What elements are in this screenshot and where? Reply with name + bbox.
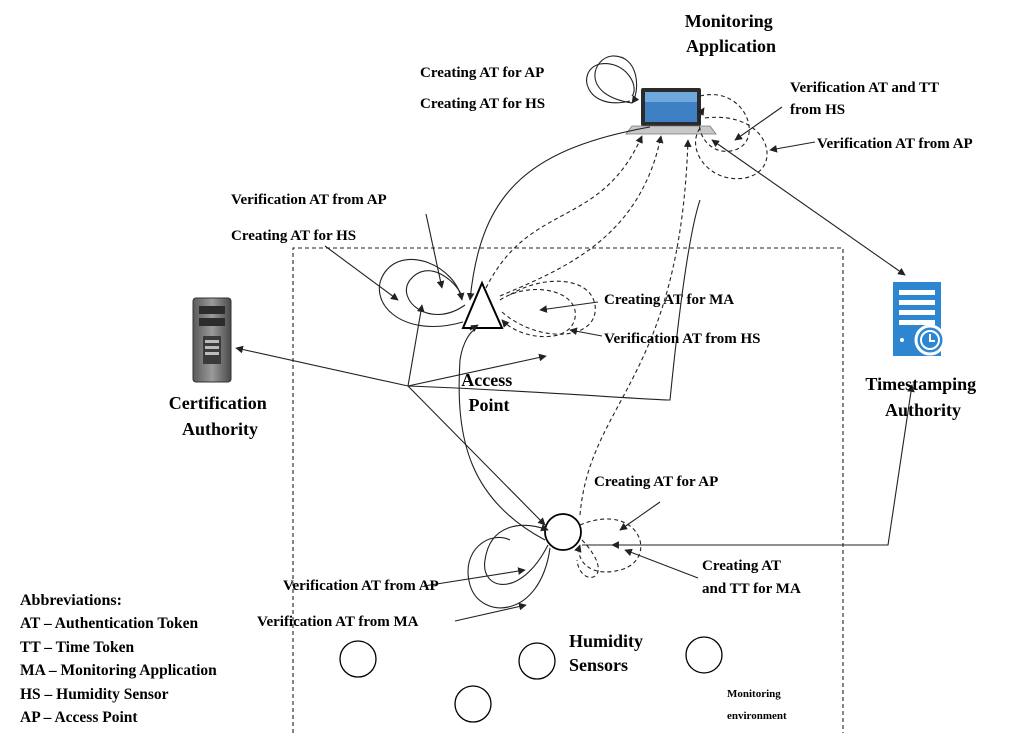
monitoring-app-label-1: Monitoring xyxy=(685,11,773,31)
timestamping-authority-label-1: Timestamping xyxy=(865,374,976,394)
ap-create-hs-label: Creating AT for HS xyxy=(231,228,356,244)
certification-authority-label-1: Certification xyxy=(169,393,267,413)
svg-text:Creating AT and TT for MA: Creating AT and TT for MA xyxy=(702,558,801,597)
humidity-sensor-circle xyxy=(685,636,723,674)
humidity-sensors-label-2: Sensors xyxy=(569,655,628,675)
abbreviations-legend: Abbreviations: AT – Authentication Token… xyxy=(20,592,217,726)
hs-create-ma-label-1: Creating AT xyxy=(702,558,781,574)
connections xyxy=(235,55,915,622)
ma-create-ap-label: Creating AT for AP xyxy=(420,65,544,81)
access-point-label-2: Point xyxy=(468,395,509,415)
monitoring-environment-boundary xyxy=(292,247,844,733)
humidity-sensor-circle xyxy=(518,642,556,680)
environment-label-2: environment xyxy=(727,710,787,722)
humidity-sensors-label-1: Humidity xyxy=(569,631,643,651)
hs-create-ma-label-2: and TT for MA xyxy=(702,581,801,597)
humidity-sensor-circle xyxy=(339,640,377,678)
svg-text:Certification Authority: Certification Authority xyxy=(169,393,271,439)
active-humidity-sensor xyxy=(544,513,582,551)
ma-create-hs-label: Creating AT for HS xyxy=(420,96,545,112)
svg-text:Verification AT and TT fro: Verification AT and TT from HS xyxy=(790,80,943,118)
svg-text:Access Point: Access Point xyxy=(461,370,516,415)
ap-verify-ap-label: Verification AT from AP xyxy=(231,192,387,208)
ap-create-ma-label: Creating AT for MA xyxy=(604,292,734,308)
humidity-sensor-circle xyxy=(454,685,492,723)
abbreviation-item: HS – Humidity Sensor xyxy=(20,686,169,703)
svg-text:Monitoring environment: Monitoring environment xyxy=(727,688,787,722)
hs-verify-ma-label: Verification AT from MA xyxy=(257,614,419,630)
access-point-triangle xyxy=(461,280,504,329)
abbreviations-title: Abbreviations: xyxy=(20,592,122,609)
abbreviation-item: MA – Monitoring Application xyxy=(20,662,217,679)
svg-text:Humidity Sensors: Humidity Sensors xyxy=(569,631,648,675)
hs-create-ap-label: Creating AT for AP xyxy=(594,474,718,490)
certification-authority-label-2: Authority xyxy=(182,419,258,439)
timestamp-server-icon xyxy=(893,282,946,356)
laptop-icon xyxy=(625,88,717,135)
monitoring-app-label-2: Application xyxy=(686,36,776,56)
hs-verify-ap-label: Verification AT from AP xyxy=(283,578,439,594)
access-point-label-1: Access xyxy=(461,370,512,390)
svg-text:Monitoring Application: Monitoring Application xyxy=(685,11,778,56)
server-tower-icon xyxy=(192,297,232,383)
abbreviation-item: AP – Access Point xyxy=(20,709,138,726)
svg-text:Timestamping Authority: Timestamping Authority xyxy=(865,374,980,420)
abbreviation-item: AT – Authentication Token xyxy=(20,615,199,632)
abbreviation-item: TT – Time Token xyxy=(20,639,135,656)
ma-verify-ap-label: Verification AT from AP xyxy=(817,136,973,152)
environment-label-1: Monitoring xyxy=(727,688,781,700)
ap-verify-hs-label: Verification AT from HS xyxy=(604,331,761,347)
ma-verify-hs-label-1: Verification AT and TT xyxy=(790,80,939,96)
timestamping-authority-label-2: Authority xyxy=(885,400,961,420)
ma-verify-hs-label-2: from HS xyxy=(790,102,845,118)
